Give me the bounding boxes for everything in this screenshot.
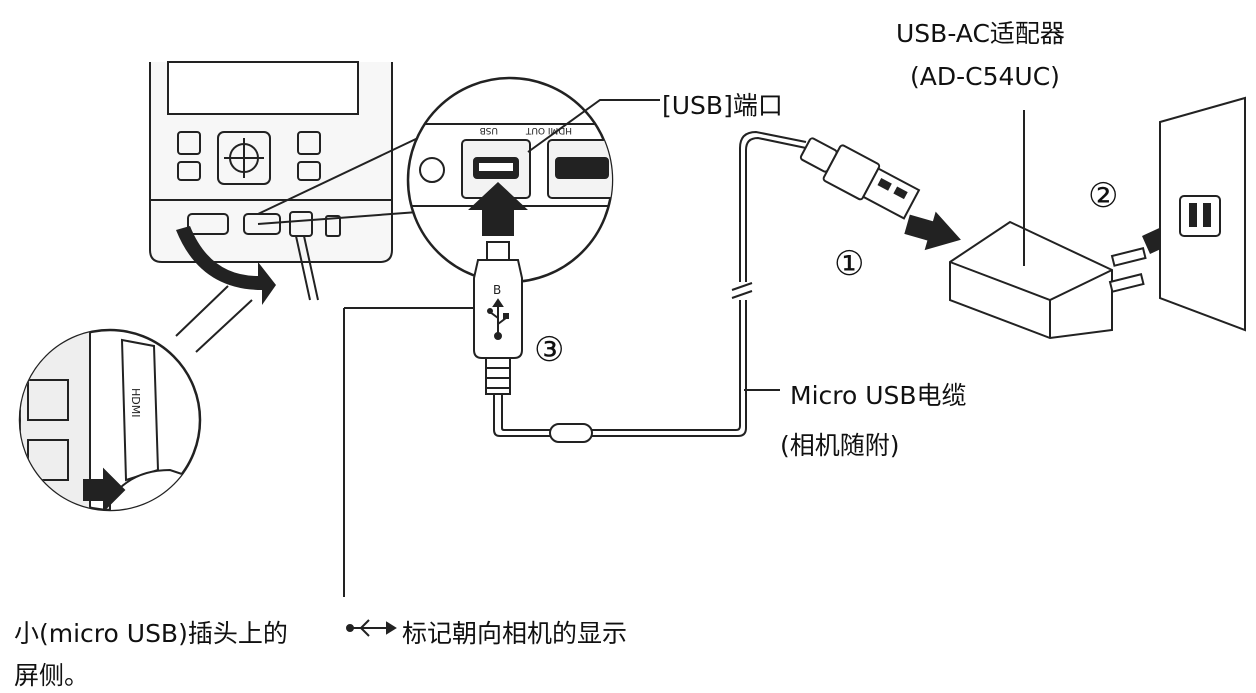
cable-name-label: Micro USB电缆 [790, 381, 967, 410]
port-hdmi-text: HDMI OUT [525, 125, 572, 135]
hdmi-cover-text: HDMI [129, 388, 142, 417]
note-line2: 屏侧。 [14, 661, 90, 690]
hdmi-cover-inset: HDMI [18, 285, 253, 512]
micro-usb-plug: B [473, 241, 523, 395]
adapter-name-label: USB-AC适配器 [896, 19, 1065, 48]
usb-mark-icon [346, 619, 397, 637]
port-usb-text: USB [480, 125, 498, 135]
adapter-model-label: (AD-C54UC) [910, 62, 1060, 91]
micro-usb-cable [493, 130, 807, 443]
step-1-marker: ① [834, 244, 865, 284]
wall-outlet [1159, 96, 1246, 332]
note-line1-end: 标记朝向相机的显示 [402, 619, 628, 648]
ac-adapter [949, 220, 1147, 340]
usb-port-label: [USB]端口 [662, 91, 783, 120]
usb-a-plug [799, 137, 921, 220]
usb-symbol-icon [487, 298, 509, 340]
step-3-marker: ③ [534, 330, 565, 370]
insert-arrow [468, 182, 528, 236]
arrow-1 [904, 211, 961, 251]
cable-note-label: (相机随附) [780, 431, 900, 460]
note-line1-start: 小(micro USB)插头上的 [14, 619, 288, 648]
connector-b-text: B [493, 283, 501, 297]
open-cover-arrow [176, 226, 276, 305]
camera-body [149, 61, 393, 301]
step-2-marker: ② [1088, 176, 1119, 216]
